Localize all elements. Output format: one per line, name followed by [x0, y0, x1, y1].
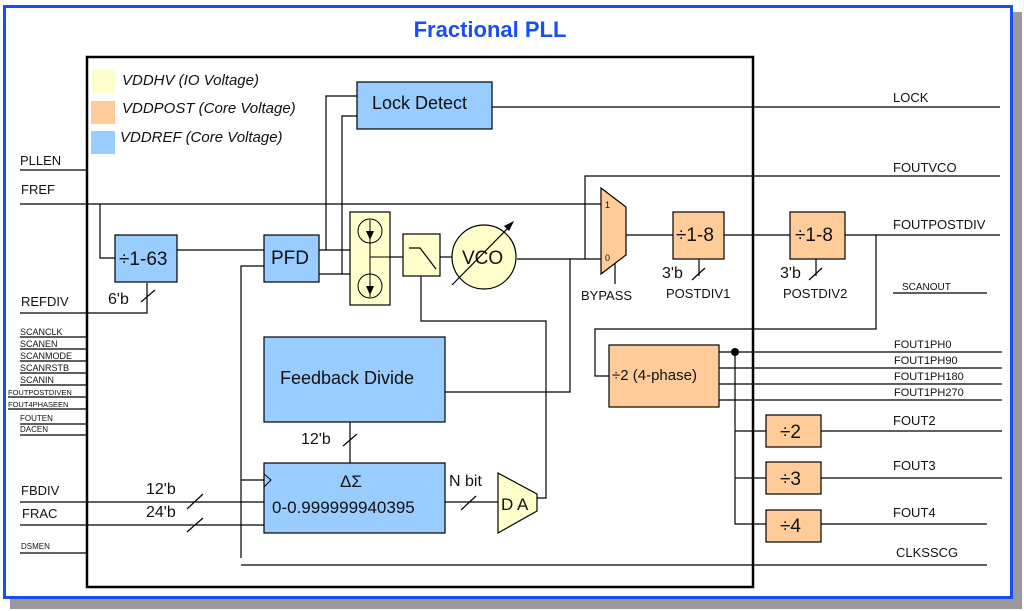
- dsm-to-dac-width: N bit: [449, 473, 482, 490]
- legend-label-vddhv: VDDHV (IO Voltage): [122, 72, 259, 89]
- div3-label: ÷3: [780, 469, 801, 490]
- wires: [8, 95, 1002, 566]
- postdiv2-label: ÷1-8: [795, 225, 833, 246]
- input-foutpostdiven: FOUTPOSTDIVEN: [8, 388, 72, 397]
- postdiv1-block: ÷1-8 3'b POSTDIV1: [662, 211, 730, 301]
- input-scanrstb: SCANRSTB: [20, 363, 69, 373]
- junction-dot: [731, 348, 739, 356]
- fb-to-dsm-width: 12'b: [301, 431, 331, 448]
- fbdiv-width: 12'b: [146, 481, 176, 498]
- output-clksscg: CLKSSCG: [896, 545, 958, 560]
- four-phase-divider-label: ÷2 (4-phase): [612, 367, 697, 384]
- input-scanen: SCANEN: [20, 339, 58, 349]
- div3-block: ÷3: [765, 461, 822, 495]
- diagram-title: Fractional PLL: [413, 17, 567, 42]
- output-foutpostdiv: FOUTPOSTDIV: [893, 217, 986, 232]
- postdiv2-name: POSTDIV2: [783, 286, 847, 301]
- input-scanmode: SCANMODE: [20, 351, 72, 361]
- legend: VDDHV (IO Voltage) VDDPOST (Core Voltage…: [91, 70, 296, 154]
- postdiv1-name: POSTDIV1: [666, 286, 730, 301]
- feedback-divide-label: Feedback Divide: [280, 368, 414, 388]
- scan-inputs: SCANCLK SCANEN SCANMODE SCANRSTB SCANIN …: [8, 327, 72, 434]
- input-fout4phaseen: FOUT4PHASEEN: [8, 400, 68, 409]
- postdiv2-block: ÷1-8 3'b POSTDIV2: [780, 211, 847, 301]
- refdiv-width: 6'b: [108, 291, 129, 308]
- delta-sigma-block: ΔΣ 0-0.999999940395 N bit: [263, 462, 482, 534]
- feedback-divide-block: Feedback Divide 12'b: [263, 336, 446, 448]
- dac-block: D A: [497, 471, 538, 535]
- input-scanin: SCANIN: [20, 375, 54, 385]
- output-foutvco: FOUTVCO: [893, 160, 957, 175]
- input-fouten: FOUTEN: [20, 414, 53, 423]
- vco-label: VCO: [462, 248, 503, 269]
- pfd-label: PFD: [271, 248, 309, 269]
- frac-width: 24'b: [146, 504, 176, 521]
- input-pllen: PLLEN: [20, 153, 61, 168]
- pfd-block: PFD: [263, 234, 320, 283]
- legend-swatch-vddref: [91, 131, 115, 154]
- output-lock: LOCK: [893, 90, 929, 105]
- output-fout4: FOUT4: [893, 505, 936, 520]
- mux-input-0-label: 0: [605, 253, 610, 263]
- dac-label: D A: [501, 495, 529, 514]
- output-fout1ph270: FOUT1PH270: [894, 387, 964, 399]
- div2-block: ÷2: [765, 414, 822, 448]
- legend-label-vddref: VDDREF (Core Voltage): [120, 129, 283, 146]
- charge-pump-block: [349, 211, 391, 306]
- input-fref: FREF: [21, 182, 55, 197]
- input-scanclk: SCANCLK: [20, 327, 63, 337]
- div4-block: ÷4: [765, 509, 822, 543]
- output-scanout: SCANOUT: [902, 282, 951, 293]
- lock-detect-label: Lock Detect: [372, 93, 467, 113]
- bypass-label: BYPASS: [581, 288, 632, 303]
- postdiv1-label: ÷1-8: [676, 225, 714, 246]
- ref-divider-label: ÷1-63: [119, 249, 167, 270]
- output-fout1ph180: FOUT1PH180: [894, 371, 964, 383]
- legend-swatch-vddhv: [91, 70, 115, 93]
- output-fout3: FOUT3: [893, 458, 936, 473]
- input-dacen: DACEN: [20, 425, 48, 434]
- input-refdiv: REFDIV: [21, 294, 69, 309]
- input-frac: FRAC: [22, 506, 57, 521]
- legend-swatch-vddpost: [91, 101, 115, 124]
- loop-filter-block: [402, 233, 441, 277]
- vco-block: VCO: [451, 221, 517, 290]
- postdiv1-width: 3'b: [662, 265, 683, 282]
- mux-input-1-label: 1: [605, 200, 610, 210]
- bypass-mux: 1 0 BYPASS: [581, 186, 632, 303]
- ref-divider-block: ÷1-63: [114, 234, 178, 283]
- input-dsmen: DSMEN: [21, 542, 50, 551]
- legend-label-vddpost: VDDPOST (Core Voltage): [122, 100, 296, 117]
- delta-sigma-range: 0-0.999999940395: [272, 498, 415, 517]
- lock-detect-block: Lock Detect: [356, 81, 493, 130]
- four-phase-divider-block: ÷2 (4-phase): [608, 344, 720, 408]
- div4-label: ÷4: [780, 516, 801, 537]
- input-fbdiv: FBDIV: [21, 483, 60, 498]
- pll-boundary: [85, 55, 755, 589]
- delta-sigma-symbol: ΔΣ: [340, 472, 362, 491]
- div2-label: ÷2: [780, 422, 801, 443]
- output-fout1ph0: FOUT1PH0: [894, 339, 951, 351]
- output-fout1ph90: FOUT1PH90: [894, 355, 958, 367]
- postdiv2-width: 3'b: [780, 265, 801, 282]
- output-fout2: FOUT2: [893, 413, 936, 428]
